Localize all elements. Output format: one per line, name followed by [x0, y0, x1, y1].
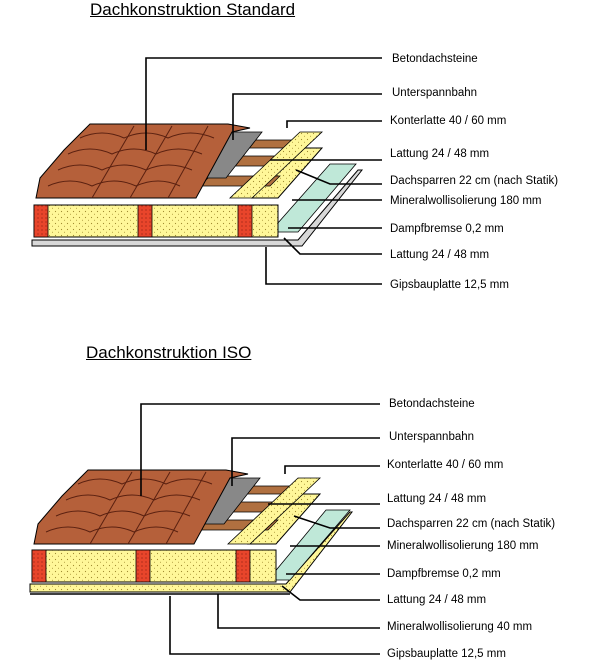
label-std-mineralwolle: Mineralwollisolierung 180 mm [390, 195, 542, 207]
label-iso-dachsparren: Dachsparren 22 cm (nach Statik) [387, 518, 556, 530]
label-std-betondachsteine: Betondachsteine [392, 53, 478, 65]
rafter-shape [235, 549, 251, 583]
label-iso-gipsbauplatte: Gipsbauplatte 12,5 mm [387, 648, 506, 660]
rafter-shape [237, 204, 253, 238]
diagram-title-iso: Dachkonstruktion ISO [86, 343, 252, 362]
label-std-unterspannbahn: Unterspannbahn [392, 87, 478, 99]
diagram-standard [31, 57, 382, 285]
insulation-top-shape [228, 131, 324, 199]
label-iso-mineralwolle: Mineralwollisolierung 180 mm [387, 540, 539, 552]
roof-tiles-shape [35, 123, 251, 199]
label-std-gipsbauplatte: Gipsbauplatte 12,5 mm [390, 279, 509, 291]
rafter-shape [33, 204, 49, 238]
label-std-konterlatte: Konterlatte 40 / 60 mm [390, 115, 507, 127]
insulation-top-shape-iso [226, 477, 322, 545]
insulation-front-shape [33, 204, 279, 238]
rafter-shape [31, 549, 47, 583]
label-iso-dampfbremse: Dampfbremse 0,2 mm [387, 568, 501, 580]
label-iso-unterspannbahn: Unterspannbahn [389, 431, 475, 443]
dampfbremse-shape [269, 163, 357, 233]
gipsbauplatte-shape [31, 169, 364, 247]
label-std-dachsparren: Dachsparren 22 cm (nach Statik) [390, 175, 559, 187]
label-std-lattung-top: Lattung 24 / 48 mm [390, 148, 490, 160]
label-iso-konterlatte: Konterlatte 40 / 60 mm [387, 459, 504, 471]
label-iso-lattung-top: Lattung 24 / 48 mm [387, 493, 487, 505]
insulation-40-shape [29, 511, 354, 593]
diagram-title-standard: Dachkonstruktion Standard [90, 0, 296, 19]
label-iso-betondachsteine: Betondachsteine [389, 398, 475, 410]
rafter-shape [135, 549, 151, 583]
diagram-iso [29, 403, 380, 655]
label-iso-mineralwolle-40: Mineralwollisolierung 40 mm [387, 621, 533, 633]
label-iso-lattung-bottom: Lattung 24 / 48 mm [387, 594, 487, 606]
insulation-front-shape-iso [31, 549, 277, 583]
label-std-dampfbremse: Dampfbremse 0,2 mm [390, 223, 504, 235]
roof-tiles-shape-iso [33, 469, 249, 545]
label-std-lattung-bottom: Lattung 24 / 48 mm [390, 249, 490, 261]
rafter-shape [137, 204, 153, 238]
